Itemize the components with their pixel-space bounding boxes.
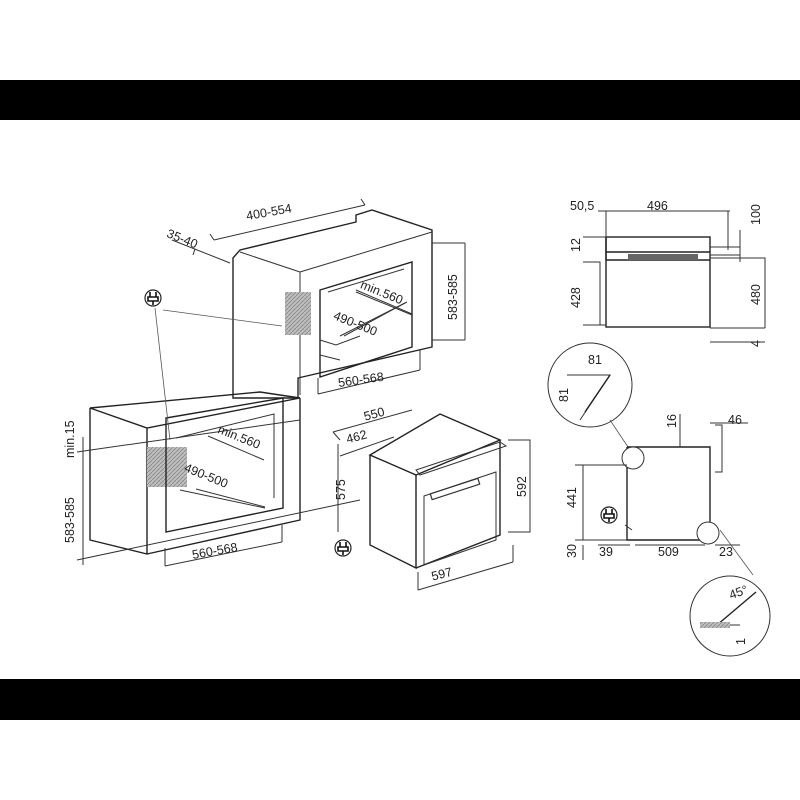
socket-area-base [147,447,187,487]
side-view [605,236,740,328]
dim-section-foot: 30 [565,544,579,558]
dim-detail-a-height: 81 [557,388,571,402]
dim-section-rear: 23 [719,545,733,559]
base-cabinet [89,391,301,555]
plug-icon [144,289,162,307]
dim-section-height: 441 [565,487,579,508]
top-band [0,80,800,120]
dim-detail-a-width: 81 [588,353,602,367]
dim-section-front: 39 [599,545,613,559]
dim-section-door: 46 [728,413,742,427]
dim-oven-body-height: 575 [334,479,348,500]
dim-wall-depth: 400-554 [245,201,293,223]
dim-base-min-gap: min.15 [63,420,77,458]
dim-base-cutout-height: 490-500 [182,461,230,491]
plug-icon [600,506,618,524]
dim-base-width: 560-568 [191,540,239,562]
dim-wall-offset: 35-40 [165,226,200,251]
dim-side-front-offset: 50,5 [570,199,594,213]
dim-side-panel: 12 [569,238,583,252]
dim-oven-depth: 550 [362,405,386,424]
dim-side-height: 480 [749,284,763,305]
dim-side-body: 428 [569,287,583,308]
dim-detail-b-gap: 1 [734,638,748,645]
oven [368,413,508,570]
dim-wall-height: 583-585 [446,274,460,320]
detail-a [547,342,633,428]
dim-side-depth: 496 [647,199,668,213]
oven-handle [429,477,481,501]
dim-oven-inner-depth: 462 [345,427,369,446]
dim-side-bottom: 4 [749,340,763,347]
dim-wall-cutout-height: 490-500 [331,309,379,339]
wall-cabinet [232,209,433,399]
dim-detail-b-angle: 45° [727,583,750,603]
detail-b [689,575,771,657]
dim-section-top: 16 [665,414,679,428]
dim-oven-height: 592 [515,476,529,497]
dim-side-top-gap: 100 [749,204,763,225]
socket-area-wall [285,292,311,335]
dim-oven-width: 597 [430,565,454,584]
section-view [621,424,723,545]
dim-section-depth: 509 [658,545,679,559]
dim-base-height: 583-585 [63,497,77,543]
plug-icon [334,539,352,557]
dim-wall-width: 560-568 [337,370,384,390]
bottom-band [0,679,800,720]
